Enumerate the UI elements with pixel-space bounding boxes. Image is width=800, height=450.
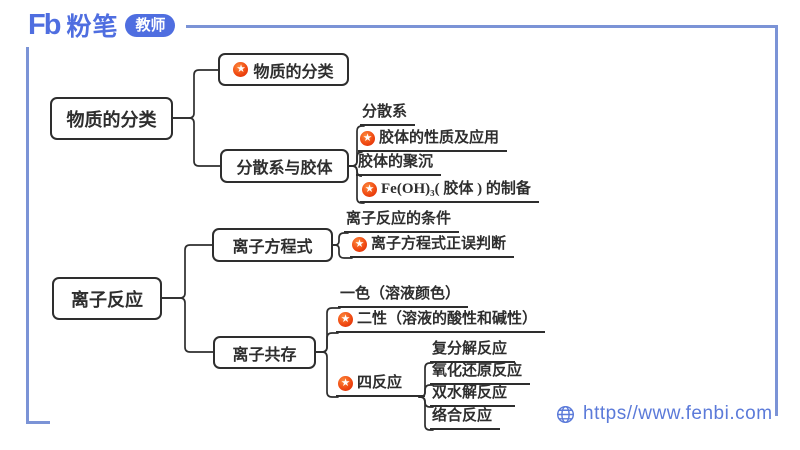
- leaf-reaction-conditions: 离子反应的条件: [344, 211, 460, 233]
- star-icon: [360, 131, 375, 146]
- leaf-four-reactions: 四反应: [336, 375, 425, 397]
- node-dispersion-colloid: 分散系与胶体: [220, 149, 349, 183]
- teacher-badge: 教师: [125, 13, 176, 37]
- leaf-label: 络合反应: [432, 408, 493, 424]
- fenbi-brand-text: 粉笔: [66, 13, 119, 41]
- node-label: 分散系与胶体: [236, 160, 333, 177]
- leaf-one-color: 一色（溶液颜色）: [338, 286, 469, 308]
- leaf-label: 离子反应的条件: [346, 211, 452, 227]
- globe-icon: [556, 405, 575, 423]
- frame-border-bottom: [26, 421, 50, 424]
- star-icon: [338, 376, 353, 391]
- leaf-double-hydrolysis: 双水解反应: [430, 385, 516, 407]
- fenbi-logo: Fb 粉笔 教师: [28, 7, 176, 43]
- site-url[interactable]: https//www.fenbi.com: [556, 403, 773, 425]
- leaf-label: 一色（溶液颜色）: [340, 286, 461, 302]
- node-label: 物质的分类: [253, 63, 334, 81]
- leaf-metathesis: 复分解反应: [430, 341, 516, 363]
- node-matter-classification-sub: 物质的分类: [218, 53, 349, 86]
- node-ion-reaction-root: 离子反应: [52, 277, 162, 320]
- node-ion-coexistence: 离子共存: [213, 336, 316, 369]
- leaf-label: 双水解反应: [432, 385, 508, 401]
- leaf-label: 离子方程式正误判断: [371, 236, 507, 252]
- fenbi-logo-icon: Fb: [28, 9, 61, 41]
- leaf-feoh3-preparation: Fe(OH)₃( 胶体 ) 的制备: [360, 181, 539, 203]
- url-text: https//www.fenbi.com: [583, 403, 773, 424]
- star-icon: [352, 237, 367, 252]
- leaf-label: 四反应: [357, 375, 403, 391]
- leaf-two-properties: 二性（溶液的酸性和碱性）: [336, 311, 546, 333]
- frame-border-top: [186, 25, 776, 28]
- node-label: 物质的分类: [66, 109, 157, 130]
- frame-border-left: [26, 47, 29, 424]
- leaf-label: 分散系: [362, 104, 408, 120]
- leaf-equation-judgment: 离子方程式正误判断: [350, 236, 515, 258]
- leaf-label: Fe(OH)₃( 胶体 ) 的制备: [381, 181, 531, 197]
- leaf-label: 复分解反应: [432, 341, 508, 357]
- node-label: 离子反应: [71, 289, 143, 310]
- leaf-dispersion-system: 分散系: [360, 104, 416, 126]
- star-icon: [233, 62, 249, 77]
- frame-border-right: [775, 25, 778, 416]
- node-label: 离子共存: [232, 346, 297, 364]
- leaf-complexation: 络合反应: [430, 408, 501, 430]
- leaf-colloid-coagulation: 胶体的聚沉: [356, 154, 442, 176]
- node-label: 离子方程式: [232, 239, 313, 256]
- leaf-label: 胶体的聚沉: [358, 154, 434, 170]
- star-icon: [362, 182, 377, 197]
- leaf-label: 胶体的性质及应用: [379, 130, 500, 146]
- node-matter-classification-root: 物质的分类: [50, 97, 173, 140]
- leaf-label: 二性（溶液的酸性和碱性）: [357, 311, 538, 327]
- leaf-colloid-properties: 胶体的性质及应用: [358, 130, 508, 152]
- leaf-label: 氧化还原反应: [432, 363, 523, 379]
- leaf-redox: 氧化还原反应: [430, 363, 531, 385]
- node-ionic-equation: 离子方程式: [212, 228, 333, 262]
- star-icon: [338, 312, 353, 327]
